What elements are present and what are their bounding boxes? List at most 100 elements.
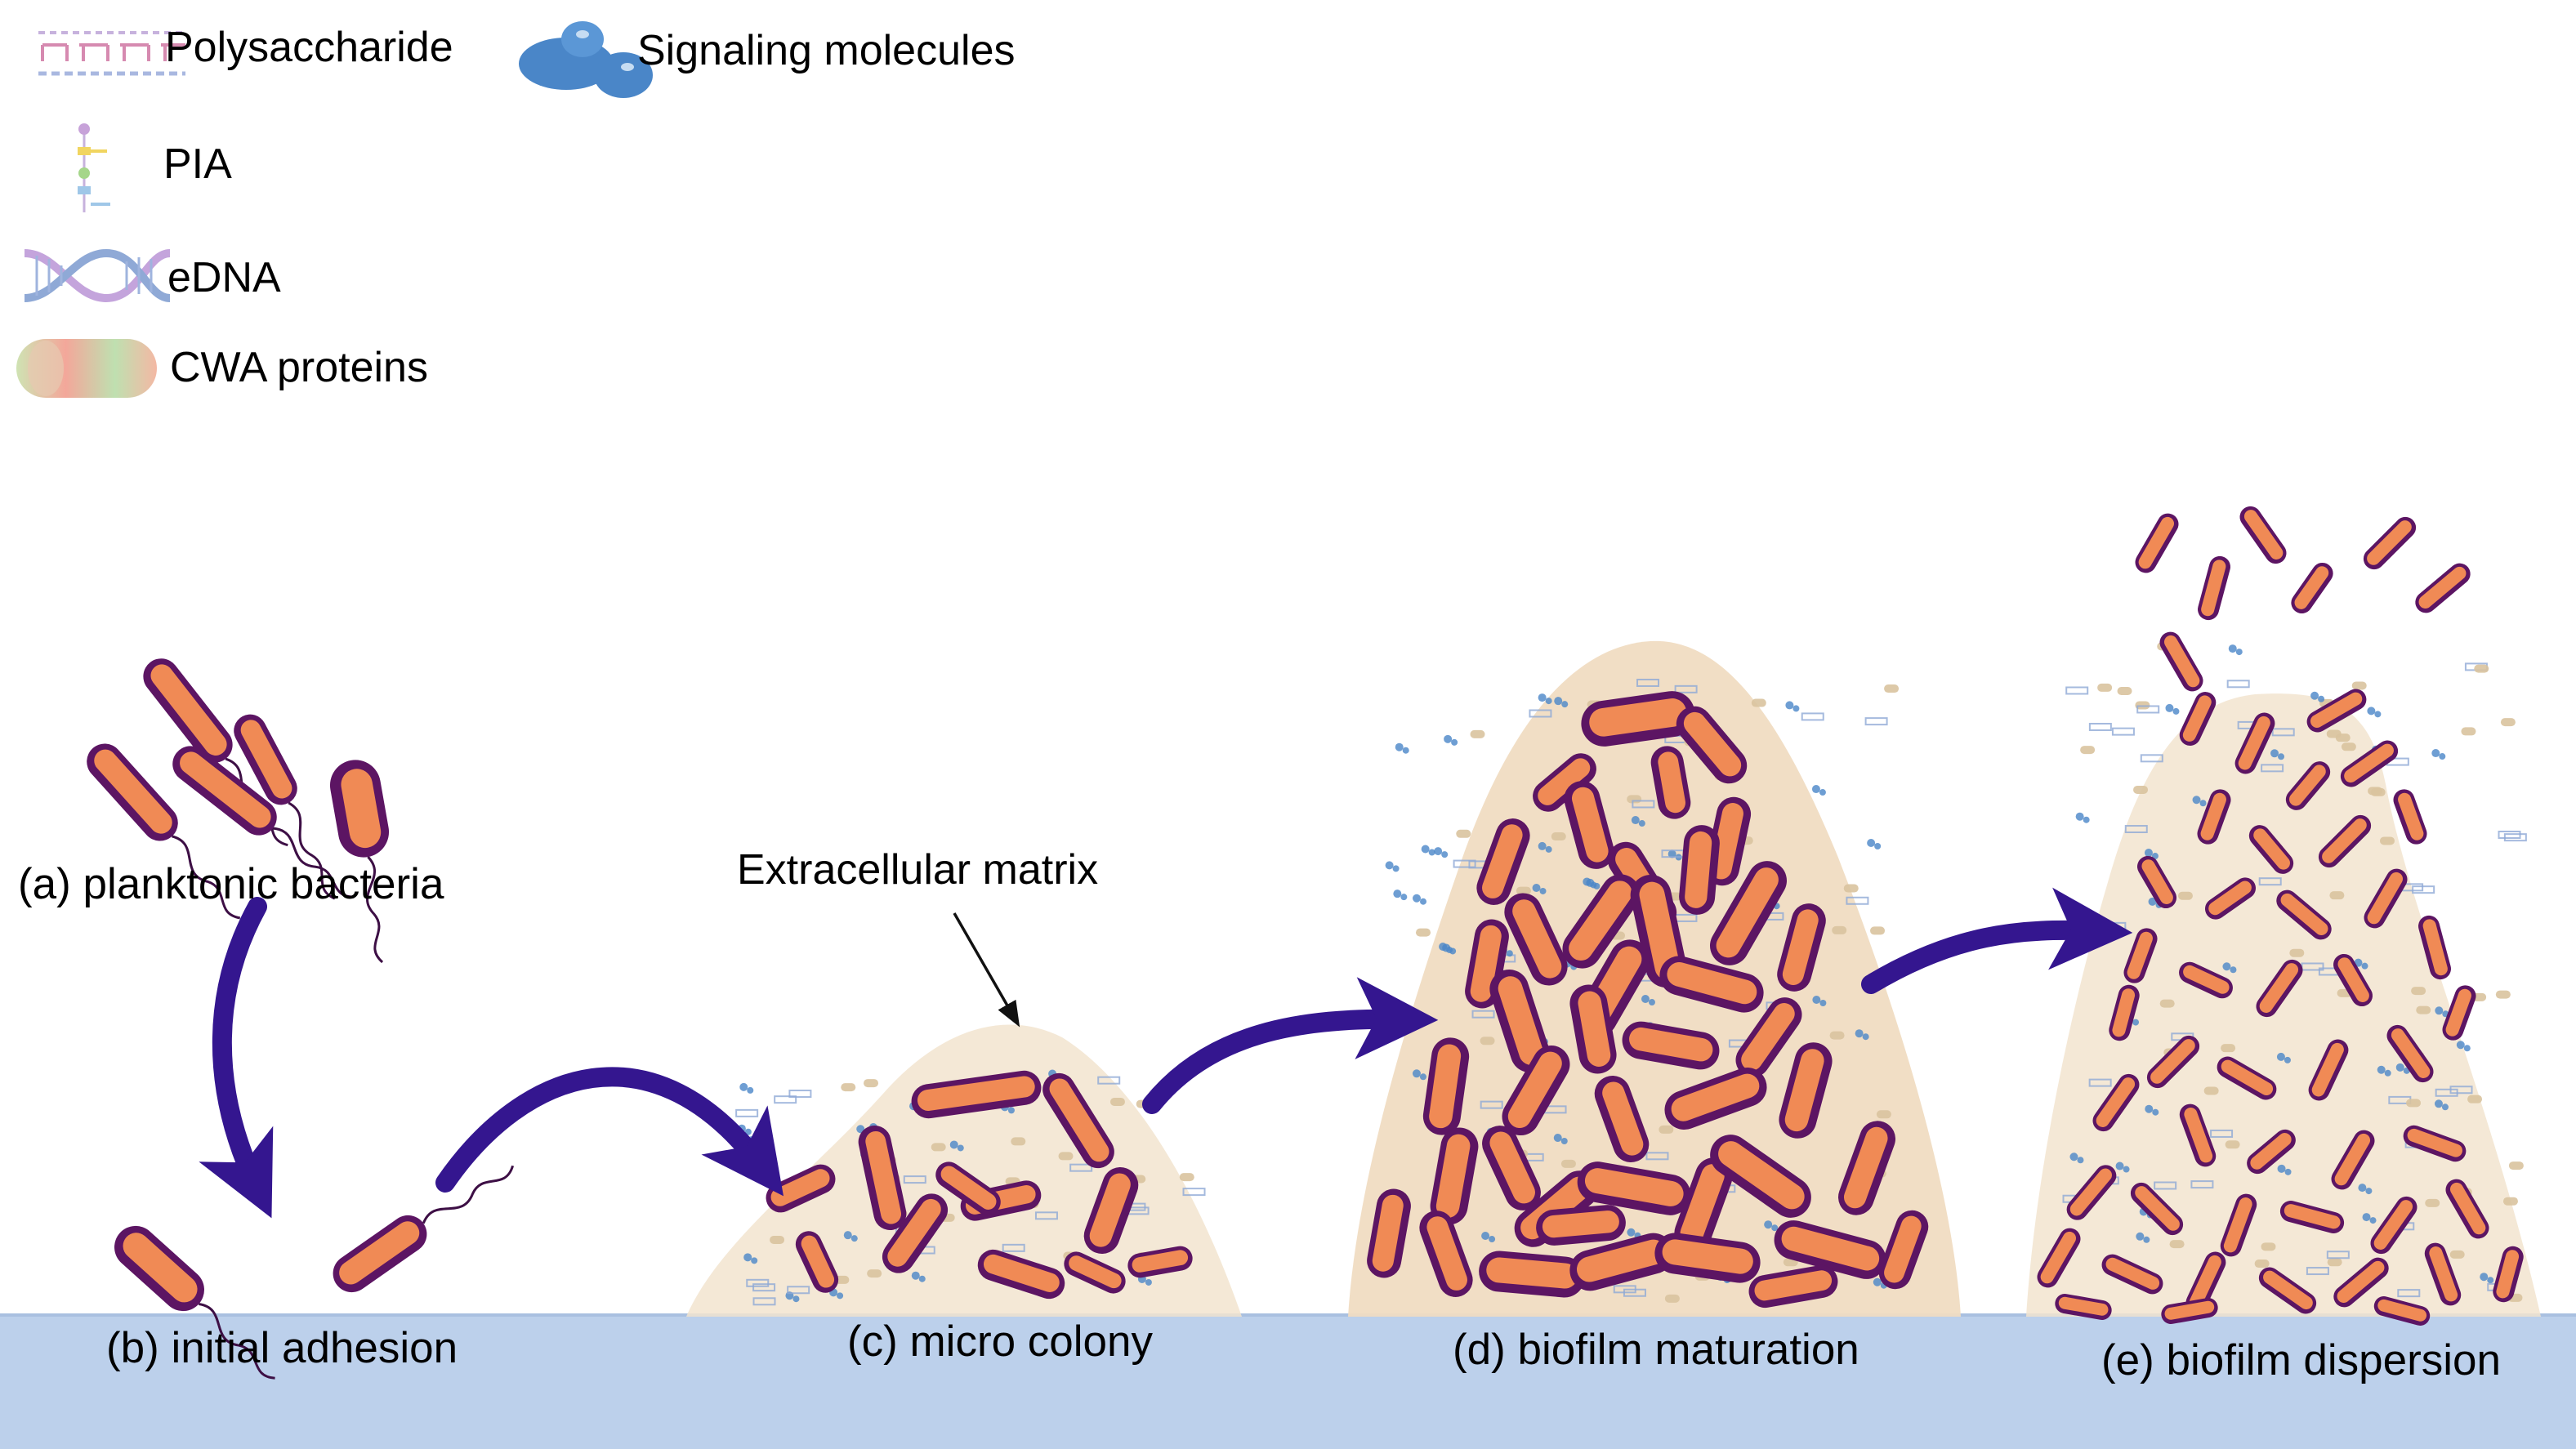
bacterium-cell — [2037, 1228, 2081, 1288]
bacterium-cell — [2092, 1073, 2140, 1132]
bacterium-cell — [1127, 1246, 1193, 1278]
bacterium-cell — [1654, 1233, 1761, 1283]
legend-label-pia: PIA — [163, 140, 232, 188]
bacterium-cell — [1581, 691, 1695, 747]
bacterium-cell — [1489, 970, 1550, 1072]
bacterium-cell — [1422, 1037, 1470, 1135]
bacterium-cell — [2198, 555, 2230, 621]
bacterium-cell — [1430, 1127, 1479, 1225]
bacterium-cell — [1042, 1072, 1114, 1169]
polysaccharide-icon — [38, 31, 185, 76]
bacterium-cell — [2197, 789, 2231, 845]
stage-label-maturation: (d) biofilm maturation — [1453, 1326, 1859, 1374]
bacterium-cell — [2424, 1242, 2462, 1306]
bacterium-cell — [911, 1070, 1042, 1119]
arrow-c-to-d — [1142, 977, 1439, 1114]
bacterium-cell — [882, 1193, 949, 1273]
bacterium-cell — [2179, 1103, 2217, 1167]
arrow-b-to-c — [435, 1067, 784, 1197]
bacterium-cell — [1536, 1205, 1626, 1246]
bacterium-cell — [1676, 706, 1748, 784]
bacterium-cell — [2217, 1056, 2277, 1100]
bacterium-cell — [1482, 1126, 1541, 1210]
bacterium-cell — [2415, 563, 2471, 613]
bacterium-cell — [2403, 1125, 2467, 1162]
bacterium-cell — [2137, 855, 2176, 909]
bacterium-cell — [2318, 814, 2372, 868]
bacterium-cell — [1710, 861, 1787, 965]
matrix-pointer-arrow — [953, 912, 1020, 1028]
bacterium-cell — [2373, 1296, 2431, 1326]
bacterium-cell — [2248, 825, 2294, 874]
bacterium-cell — [858, 1125, 907, 1231]
bacterium-cell — [1476, 818, 1530, 905]
edna-icon — [24, 248, 171, 303]
bacterium-cell — [2066, 1165, 2117, 1220]
bacterium-cell — [2285, 761, 2331, 810]
legend-label-edna: eDNA — [167, 254, 281, 301]
bacterium-cell — [2161, 1298, 2218, 1324]
bacterium-cell — [2204, 877, 2257, 920]
bacterium-cell — [2101, 1254, 2163, 1295]
bacterium-cell — [114, 1225, 275, 1380]
bacterium-cell — [2386, 1024, 2434, 1083]
legend-label-cwa: CWA proteins — [170, 344, 428, 391]
bacterium-cell — [1569, 984, 1617, 1074]
stage-label-planktonic: (a) planktonic bacteria — [18, 860, 444, 908]
bacterium-cell — [1577, 1161, 1691, 1215]
bacterium-cell — [1564, 781, 1614, 869]
bacterium-cell — [2234, 712, 2275, 774]
bacterium-cell — [1367, 1188, 1411, 1278]
bacterium-cell — [2364, 868, 2408, 929]
bacterium-cell — [87, 743, 241, 920]
bacterium-cell — [1679, 825, 1720, 915]
bacterium-cell — [1064, 1251, 1126, 1294]
bacterium-cell — [2135, 513, 2179, 573]
bacterium-cell — [1502, 1045, 1570, 1136]
bacterium-cell — [1674, 1157, 1733, 1252]
bacterium-cell — [1664, 1067, 1767, 1130]
bacterium-cell — [1622, 1021, 1720, 1070]
bacterium-cell — [2159, 631, 2203, 692]
bacterium-cell — [1878, 1210, 1929, 1290]
bacterium-cell — [2291, 562, 2333, 614]
stage-label-initial-adhesion: (b) initial adhesion — [106, 1324, 458, 1372]
bacterium-cell — [2276, 889, 2332, 940]
bacterium-cell — [2393, 789, 2427, 845]
bacterium-cell — [2247, 1129, 2296, 1175]
bacterium-cell — [1838, 1121, 1895, 1215]
arrow-d-to-e — [1861, 887, 2133, 994]
bacterium-cell — [2445, 1179, 2489, 1239]
bacterium-cell — [2146, 1035, 2200, 1089]
bacterium-cell — [1735, 997, 1802, 1077]
bacterium-cell — [1777, 903, 1826, 992]
bacterium-cell — [2256, 959, 2303, 1018]
bacterium-cell — [935, 1161, 1001, 1215]
bacterium-cell — [2333, 953, 2373, 1007]
substrate-surface — [0, 1315, 2576, 1449]
bacterium-cell — [2109, 984, 2140, 1041]
annotation-extracellular-matrix: Extracellular matrix — [737, 846, 1098, 894]
bacterium-cell — [1710, 1135, 1811, 1218]
pia-icon — [78, 123, 110, 212]
bacterium-cell — [2333, 1257, 2389, 1308]
bacterium-cell — [1774, 1220, 1886, 1279]
arrow-a-to-b — [199, 897, 274, 1219]
bacterium-cell — [1533, 753, 1596, 812]
bacterium-cell — [2308, 1039, 2349, 1101]
bacterium-cell — [1650, 746, 1691, 819]
bacterium-cell — [1594, 1075, 1650, 1163]
bacterium-cell — [766, 1164, 836, 1213]
bacterium-cell — [2363, 516, 2417, 570]
bacterium-cell — [1569, 1233, 1674, 1291]
bacterium-cell — [172, 746, 355, 898]
cwa-protein-icon — [16, 339, 157, 398]
bacterium-cell — [2493, 1246, 2524, 1303]
bacterium-cell — [2239, 506, 2287, 564]
bacterium-cell — [977, 1249, 1065, 1300]
bacterium-cell — [1779, 1042, 1833, 1139]
bacterium-cell — [2306, 689, 2367, 733]
bacterium-cell — [2055, 1294, 2112, 1320]
bacterium-cell — [1479, 1251, 1585, 1298]
